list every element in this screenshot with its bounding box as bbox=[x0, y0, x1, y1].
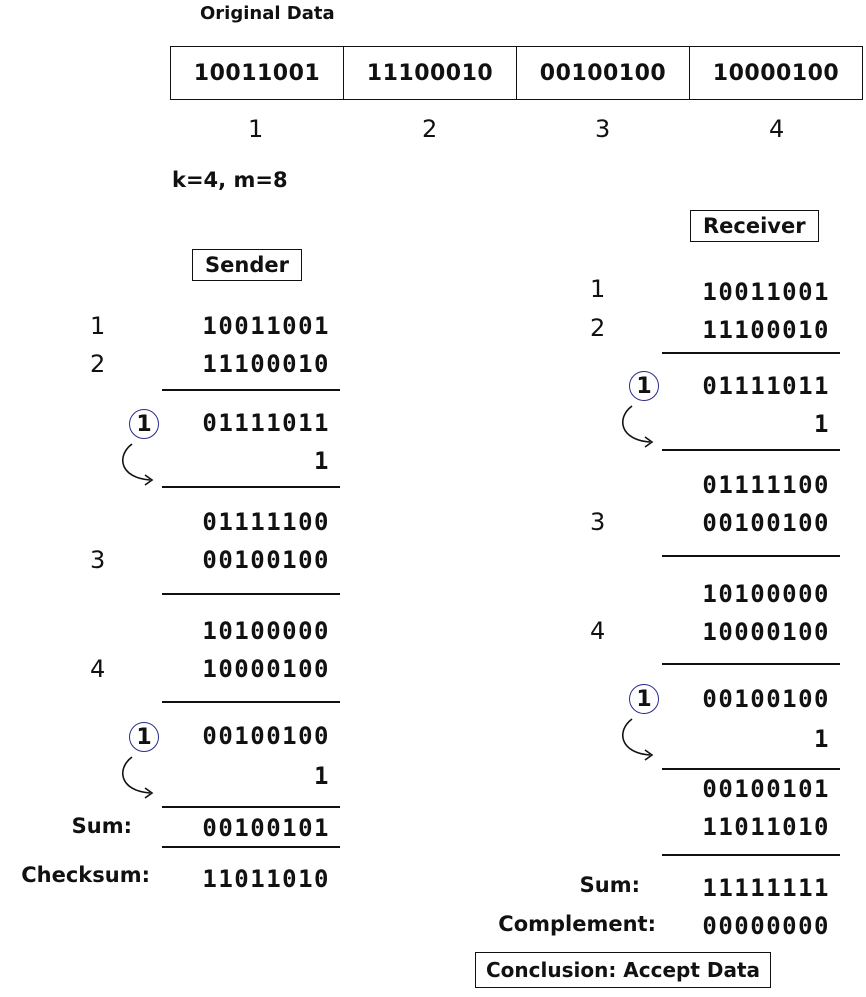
receiver-sum-line-4 bbox=[662, 663, 840, 665]
block-index-1: 1 bbox=[248, 115, 264, 143]
sender-carry-arrow-2 bbox=[122, 756, 154, 799]
receiver-idx-3: 3 bbox=[590, 508, 606, 536]
receiver-carry-add-1: 1 bbox=[814, 410, 830, 438]
data-block-1: 10011001 bbox=[171, 47, 344, 99]
params-label: k=4, m=8 bbox=[172, 168, 288, 192]
receiver-carry-arrow-2 bbox=[622, 718, 654, 761]
sender-carry-add-1: 1 bbox=[314, 447, 330, 475]
receiver-sum-label: Sum: bbox=[579, 873, 640, 897]
receiver-sum-line-5 bbox=[662, 768, 840, 770]
conclusion-box: Conclusion: Accept Data bbox=[475, 952, 772, 988]
sender-checksum-value: 11011010 bbox=[202, 865, 330, 893]
receiver-carry-arrow-1 bbox=[622, 405, 654, 448]
receiver-data-3: 00100100 bbox=[702, 509, 830, 537]
receiver-data-2: 11100010 bbox=[702, 316, 830, 344]
sender-partial-4: 00100100 bbox=[202, 722, 330, 750]
receiver-sum-line-3 bbox=[662, 555, 840, 557]
sender-data-3: 00100100 bbox=[202, 546, 330, 574]
receiver-data-1: 10011001 bbox=[702, 278, 830, 306]
sender-partial-1: 01111011 bbox=[202, 409, 330, 437]
receiver-complement-value: 00000000 bbox=[702, 912, 830, 940]
receiver-partial-4: 00100100 bbox=[702, 685, 830, 713]
sender-sum-line-3 bbox=[162, 593, 340, 595]
sender-label: Sender bbox=[192, 249, 302, 281]
receiver-idx-2: 2 bbox=[590, 314, 606, 342]
sender-idx-1: 1 bbox=[90, 312, 106, 340]
data-block-4: 10000100 bbox=[712, 60, 840, 86]
block-index-2: 2 bbox=[422, 115, 438, 143]
sender-idx-3: 3 bbox=[90, 546, 106, 574]
sender-partial-3: 10100000 bbox=[202, 617, 330, 645]
receiver-carry-add-2: 1 bbox=[814, 725, 830, 753]
sender-data-4: 10000100 bbox=[202, 655, 330, 683]
sender-checksum-label: Checksum: bbox=[21, 863, 150, 887]
receiver-partial-3: 10100000 bbox=[702, 580, 830, 608]
receiver-sum-line-1 bbox=[662, 352, 840, 354]
receiver-partial-5: 00100101 bbox=[702, 775, 830, 803]
receiver-idx-4: 4 bbox=[590, 617, 606, 645]
receiver-carry-circle-1: 1 bbox=[629, 371, 659, 401]
sender-sum-line-4 bbox=[162, 701, 340, 703]
sender-sum-value: 00100101 bbox=[202, 814, 330, 842]
block-index-4: 4 bbox=[769, 115, 785, 143]
data-block-3: 00100100 bbox=[517, 47, 690, 99]
receiver-sum-line-2 bbox=[662, 449, 840, 451]
sender-data-2: 11100010 bbox=[202, 350, 330, 378]
sender-partial-2: 01111100 bbox=[202, 508, 330, 536]
sender-idx-4: 4 bbox=[90, 655, 106, 683]
sender-carry-circle-2: 1 bbox=[129, 722, 159, 752]
receiver-idx-1: 1 bbox=[590, 275, 606, 303]
block-index-3: 3 bbox=[595, 115, 611, 143]
receiver-data-4: 10000100 bbox=[702, 618, 830, 646]
sender-sum-line-5 bbox=[162, 806, 340, 808]
sender-idx-2: 2 bbox=[90, 350, 106, 378]
sender-sum-line-1 bbox=[162, 389, 340, 391]
sender-data-1: 10011001 bbox=[202, 312, 330, 340]
receiver-carry-circle-2: 1 bbox=[629, 684, 659, 714]
receiver-sum-value: 11111111 bbox=[702, 874, 830, 902]
receiver-label: Receiver bbox=[690, 210, 819, 242]
original-data-row: 10011001 11100010 00100100 10000100 bbox=[170, 46, 863, 100]
sender-carry-add-2: 1 bbox=[314, 762, 330, 790]
sender-carry-arrow-1 bbox=[122, 443, 154, 486]
sender-sum-line-2 bbox=[162, 486, 340, 488]
sender-sum-label: Sum: bbox=[71, 814, 132, 838]
data-block-2: 11100010 bbox=[344, 47, 517, 99]
sender-carry-circle-1: 1 bbox=[129, 409, 159, 439]
sender-sum-line-6 bbox=[162, 846, 340, 848]
receiver-partial-1: 01111011 bbox=[702, 372, 830, 400]
receiver-complement-label: Complement: bbox=[498, 912, 656, 936]
receiver-checksum-value: 11011010 bbox=[702, 813, 830, 841]
receiver-partial-2: 01111100 bbox=[702, 471, 830, 499]
receiver-sum-line-6 bbox=[662, 854, 840, 856]
original-data-title: Original Data bbox=[200, 3, 335, 24]
